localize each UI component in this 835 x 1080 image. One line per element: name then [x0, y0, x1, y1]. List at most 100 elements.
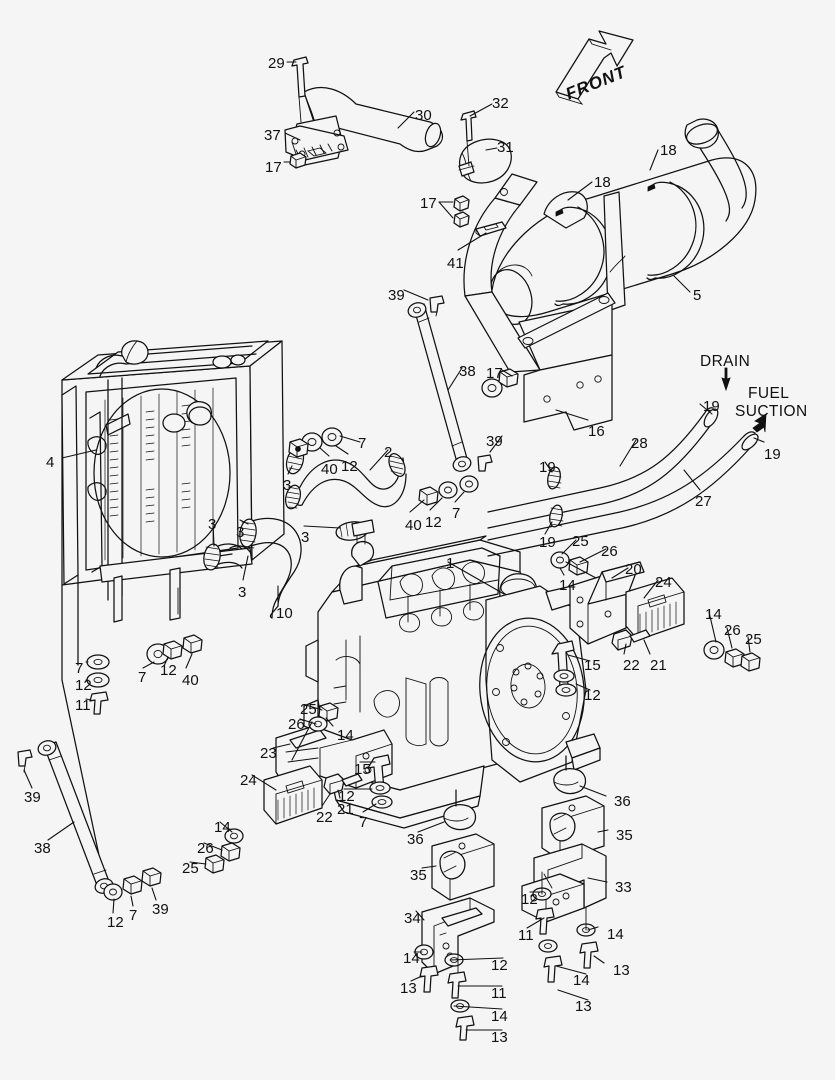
ref-number-support-rod: 38 — [34, 840, 51, 857]
ref-number-mount-bracket: 20 — [625, 561, 642, 578]
support-rod-upper-part — [407, 295, 519, 506]
ref-number-muffler-bracket: 16 — [588, 423, 605, 440]
ref-number-nut: 17 — [265, 159, 282, 176]
ref-number-washer: 12 — [425, 514, 442, 531]
leader-lines — [23, 61, 765, 1031]
ref-number-rubber-mount: 24 — [655, 574, 672, 591]
ref-number-muffler: 5 — [693, 287, 702, 304]
ref-number-washer: 12 — [338, 788, 355, 805]
ref-number-washer: 12 — [160, 662, 177, 679]
ref-number-mount-bracket: 23 — [260, 745, 277, 762]
ref-number-lower-radiator-hose: 10 — [276, 605, 293, 622]
ref-number-hose-clamp: 3 — [236, 524, 245, 541]
ref-number-washer: 7 — [359, 814, 368, 831]
ref-number-washer: 7 — [452, 505, 461, 522]
mount-bracket-right-part — [550, 551, 761, 697]
ref-number-washer: 12 — [491, 957, 508, 974]
ref-number-clamp-plate: 41 — [447, 255, 464, 272]
ref-number-rubber-isolator: 36 — [614, 793, 631, 810]
ref-number-muffler-strap: 18 — [594, 174, 611, 191]
ref-number-engine-mount: 35 — [410, 867, 427, 884]
ref-number-nut: 25 — [300, 701, 317, 718]
ref-number-washer: 14 — [214, 819, 231, 836]
ref-number-nut: 25 — [182, 860, 199, 877]
mount-bracket-left-part — [204, 702, 393, 874]
intake-hose-part — [284, 56, 444, 169]
ref-number-hose-clamp: 3 — [301, 529, 310, 546]
ref-number-nut: 40 — [321, 461, 338, 478]
hose-clamp-31-part — [453, 110, 512, 237]
front-arrow-icon — [555, 30, 634, 105]
ref-number-nut: 40 — [182, 672, 199, 689]
ref-number-fuel-suction-hose: 27 — [695, 493, 712, 510]
bottom-fasteners-part — [414, 871, 599, 1041]
ref-number-stud: 22 — [316, 809, 333, 826]
ref-number-intake-flange: 37 — [264, 127, 281, 144]
fuel-hoses-part — [487, 367, 767, 557]
drain-label: DRAIN — [700, 353, 751, 370]
ref-number-washer: 7 — [129, 907, 138, 924]
ref-number-mount-bracket: 34 — [404, 910, 421, 927]
engine-mounts-part — [421, 755, 607, 975]
ref-number-upper-radiator-hose: 2 — [384, 444, 393, 461]
ref-number-bolt: 39 — [24, 789, 41, 806]
ref-number-washer: 14 — [403, 950, 420, 967]
ref-number-nut: 17 — [486, 365, 503, 382]
ref-number-radiator-shroud: 4 — [46, 454, 55, 471]
ref-number-washer: 14 — [491, 1008, 508, 1025]
ref-number-bolt: 13 — [575, 998, 592, 1015]
ref-number-bolt: 13 — [491, 1029, 508, 1046]
ref-number-washer: 26 — [197, 840, 214, 857]
ref-number-bolt: 13 — [613, 962, 630, 979]
ref-number-washer: 7 — [75, 660, 84, 677]
ref-number-washer: 14 — [705, 606, 722, 623]
ref-number-bushing: 21 — [650, 657, 667, 674]
ref-number-bolt: 39 — [152, 901, 169, 918]
ref-number-hose-clamp: 19 — [703, 398, 720, 415]
ref-number-hose-clamp: 31 — [497, 139, 514, 156]
ref-number-washer: 26 — [724, 622, 741, 639]
ref-number-washer: 12 — [521, 891, 538, 908]
ref-number-bolt: 11 — [518, 927, 534, 944]
ref-number-engine-mount: 35 — [616, 827, 633, 844]
ref-number-washer: 12 — [107, 914, 124, 931]
hardware-cluster-radiator-bottom — [86, 634, 203, 715]
fuel-label: FUEL — [748, 385, 790, 402]
ref-number-washer: 12 — [75, 677, 92, 694]
ref-number-washer: 14 — [559, 577, 576, 594]
ref-number-hose-clamp: 3 — [283, 477, 292, 494]
ref-number-washer: 7 — [138, 669, 147, 686]
ref-number-hose-clamp: 3 — [238, 584, 247, 601]
ref-number-nut: 40 — [405, 517, 422, 534]
ref-number-support-rod: 38 — [459, 363, 476, 380]
ref-number-nut: 17 — [420, 195, 437, 212]
ref-number-washer: 12 — [584, 687, 601, 704]
hardware-cluster-upper — [288, 427, 343, 458]
ref-number-washer: 26 — [288, 716, 305, 733]
ref-number-nut: 25 — [572, 533, 589, 550]
ref-number-muffler-strap: 18 — [660, 142, 677, 159]
ref-number-rubber-mount: 24 — [240, 772, 257, 789]
suction-label: SUCTION — [735, 403, 808, 420]
ref-number-bolt: 15 — [354, 761, 371, 778]
ref-number-hose-clamp: 19 — [539, 459, 556, 476]
ref-number-nut: 25 — [745, 631, 762, 648]
ref-number-bolt: 11 — [491, 985, 507, 1002]
ref-number-washer: 7 — [358, 435, 367, 452]
ref-number-rubber-isolator: 36 — [407, 831, 424, 848]
engine-assembly-part — [303, 519, 601, 829]
support-rod-lower-part — [17, 740, 162, 901]
ref-number-bolt-intake-elbow: 29 — [268, 55, 285, 72]
ref-number-mount-bracket: 33 — [615, 879, 632, 896]
ref-number-stud: 22 — [623, 657, 640, 674]
ref-number-drain-hose: 28 — [631, 435, 648, 452]
ref-number-bolt: 39 — [486, 433, 503, 450]
ref-number-bolt: 15 — [584, 657, 601, 674]
ref-number-hose-clamp: 19 — [764, 446, 781, 463]
ref-number-washer: 26 — [601, 543, 618, 560]
ref-number-bushing: 21 — [337, 801, 354, 818]
ref-number-clamp-bolt: 32 — [492, 95, 509, 112]
muffler-part — [489, 118, 757, 325]
